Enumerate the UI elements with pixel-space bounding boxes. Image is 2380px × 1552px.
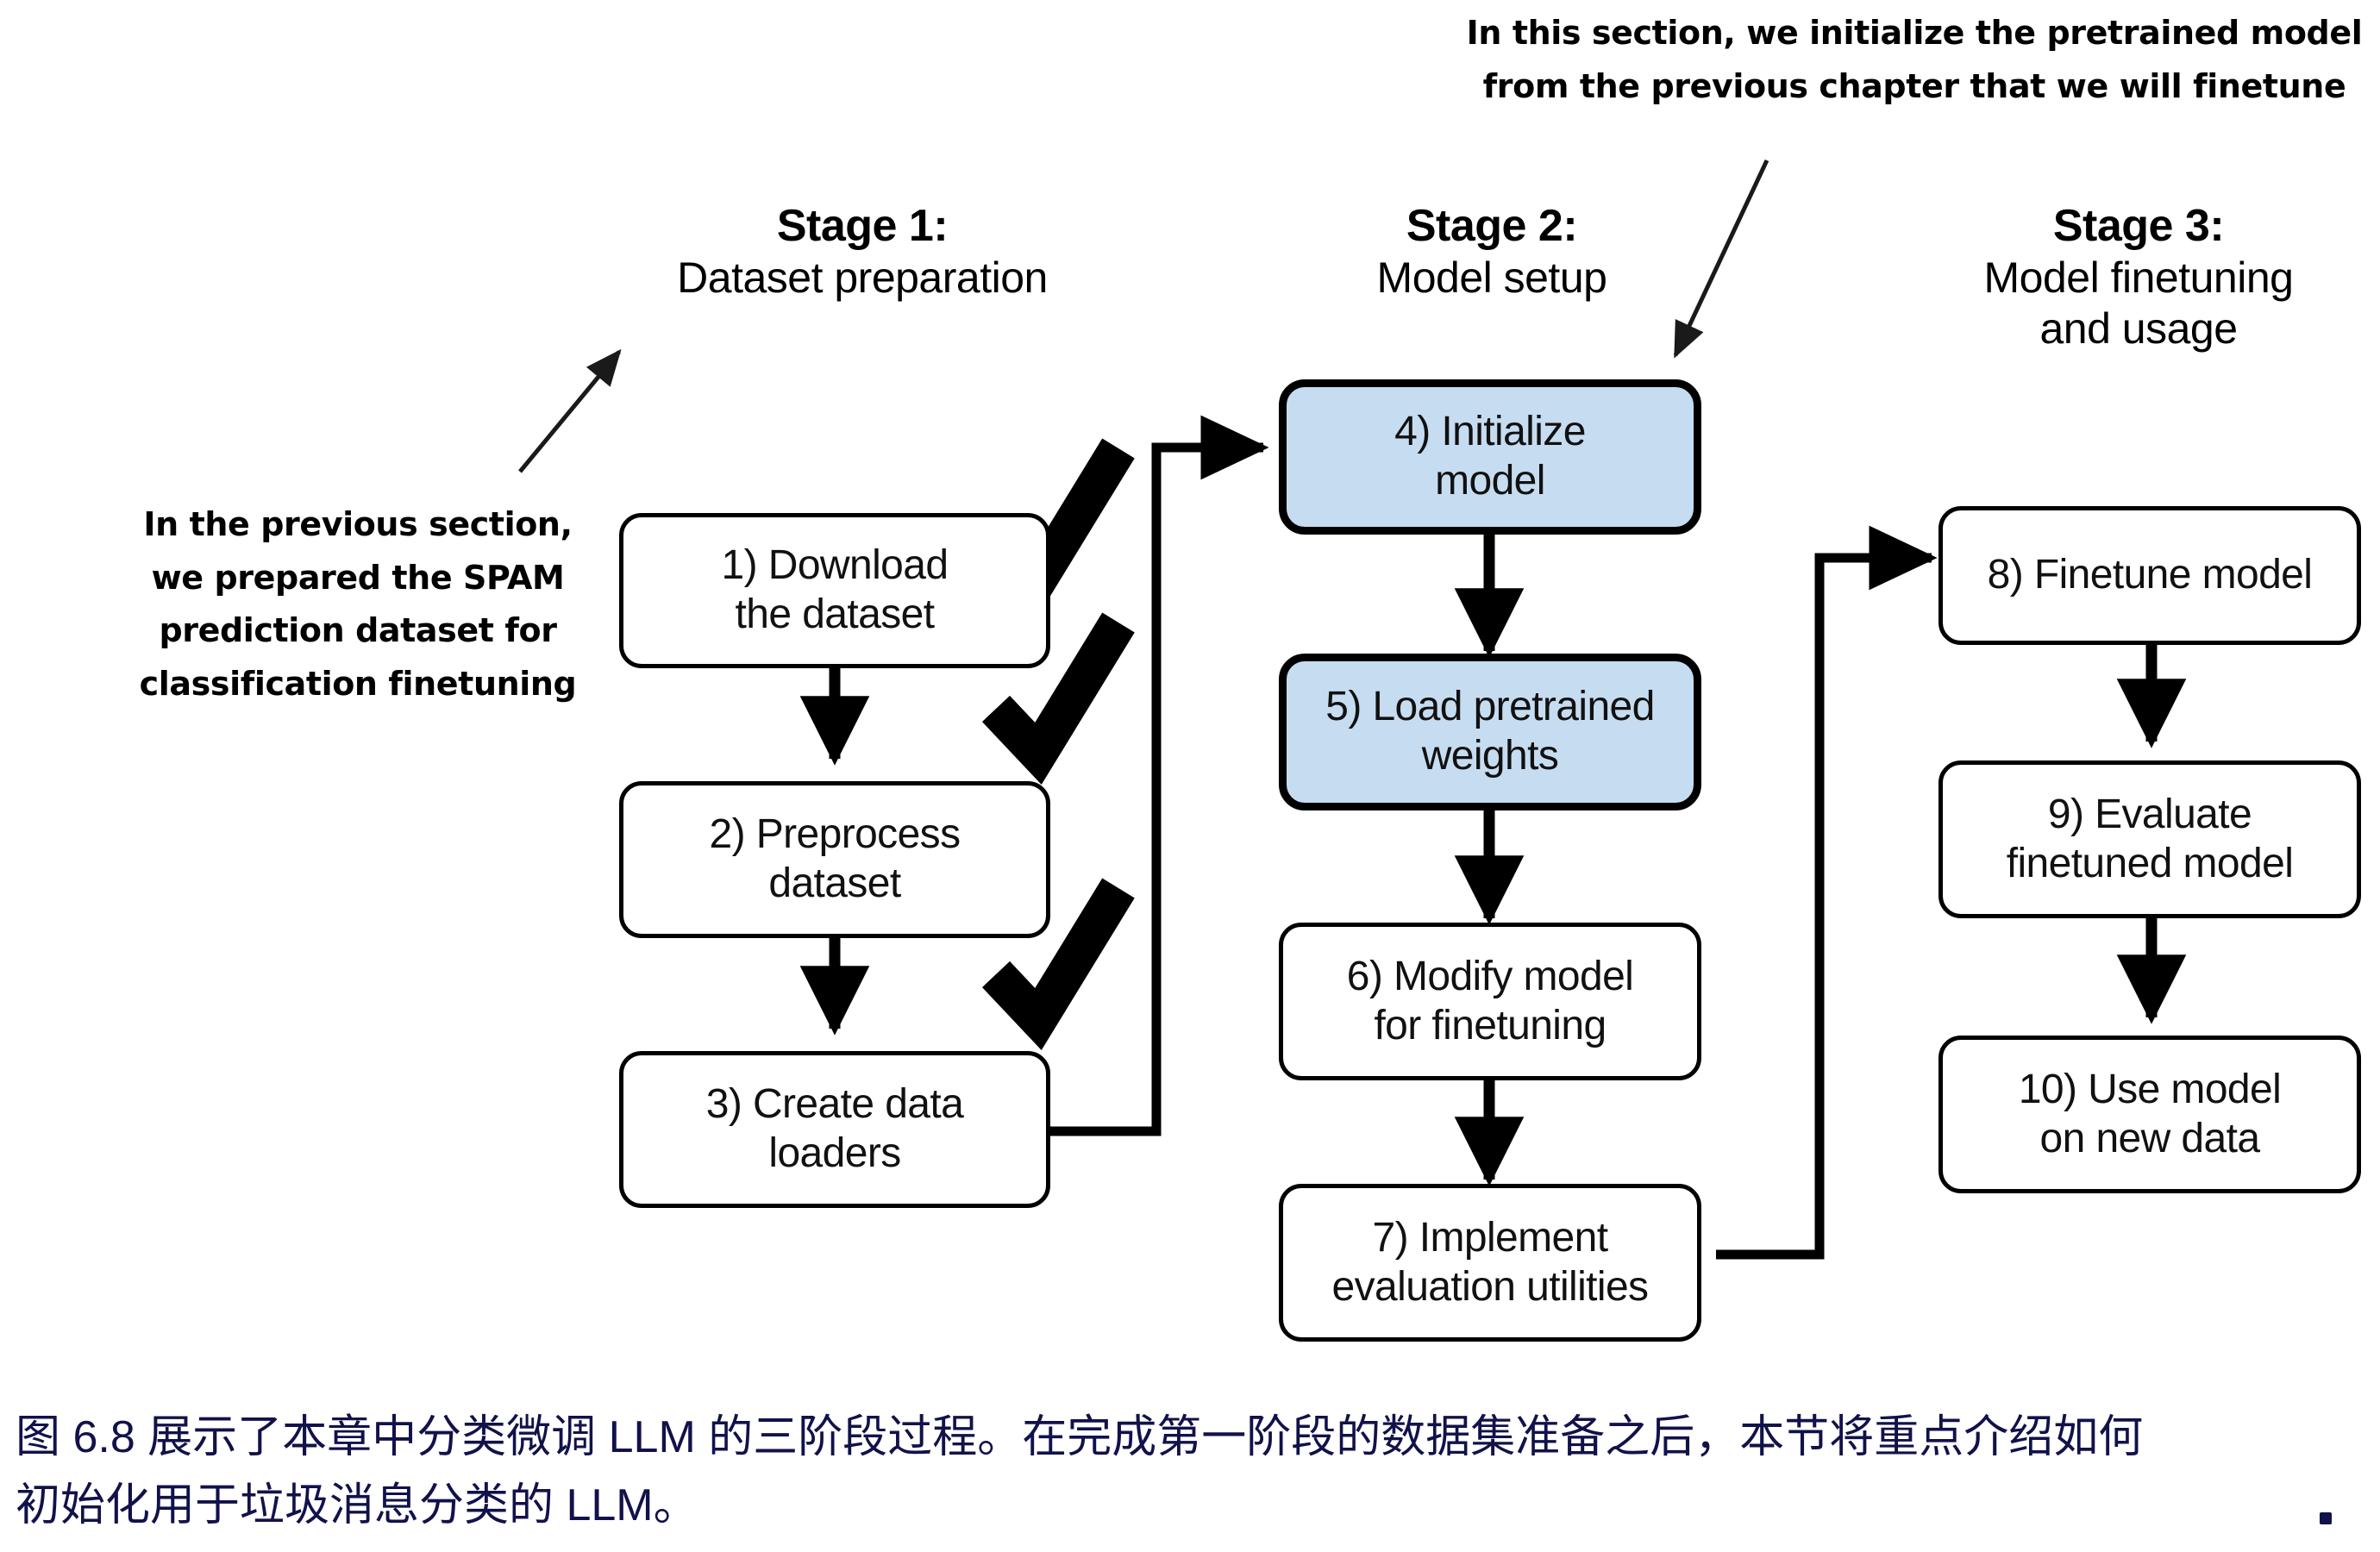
step-box-7-line-2: evaluation utilities [1331,1263,1650,1310]
step-box-5-line-1: 5) Load pretrained [1325,684,1655,730]
step-box-3-line-1: 3) Create data [705,1081,964,1128]
stage-1-subtitle: Dataset preparation [677,253,1048,303]
step-box-2-line-1: 2) Preprocess [709,811,961,858]
text-cursor [2320,1512,2332,1525]
step-box-5-line-2: weights [1421,733,1559,779]
step-box-2-text: 2) Preprocess dataset [710,810,961,908]
step-box-6[interactable]: 6) Modify model for finetuning [1279,923,1701,1080]
step-box-10[interactable]: 10) Use model on new data [1938,1036,2361,1193]
connector-step7-to-step8 [1716,525,1938,1260]
step-box-5[interactable]: 5) Load pretrained weights [1279,654,1701,810]
stage-1-header: Stage 1: Dataset preparation [535,200,1190,304]
step-box-2-line-2: dataset [768,860,901,906]
step-box-5-text: 5) Load pretrained weights [1325,683,1655,780]
step-box-8-line-1: 8) Finetune model [1987,552,2313,598]
step-box-1-line-2: the dataset [735,591,936,637]
step-box-8-text: 8) Finetune model [1988,551,2313,600]
step-box-9-line-1: 9) Evaluate [2047,791,2252,837]
annotation-left-line-4: classification finetuning [139,664,577,703]
step-box-3-line-2: loaders [768,1130,901,1176]
step-box-1-line-1: 1) Download [721,542,949,589]
annotation-top-right-line-2: from the previous chapter that we will f… [1482,66,2346,105]
step-box-9-line-2: finetuned model [2006,840,2294,886]
stage-1-title: Stage 1: [776,201,949,251]
stage-3-subtitle-line-1: Model finetuning [1983,253,2294,303]
annotation-top-right-line-1: In this section, we initialize the pretr… [1466,14,2363,52]
annotation-top-right: In this section, we initialize the pretr… [1466,7,2363,113]
stage-3-subtitle-line-2: and usage [2039,304,2238,354]
step-box-4-line-2: model [1435,458,1545,504]
annotation-left: In the previous section, we prepared the… [129,498,586,710]
caption-line-2: 初始化用于垃圾消息分类的 LLM。 [16,1480,698,1531]
stage-2-title: Stage 2: [1406,201,1578,251]
step-box-6-line-1: 6) Modify model [1346,953,1634,999]
step-box-10-line-1: 10) Use model [2018,1066,2282,1112]
step-box-7[interactable]: 7) Implement evaluation utilities [1279,1184,1701,1342]
step-box-4[interactable]: 4) Initialize model [1279,379,1701,535]
step-box-9[interactable]: 9) Evaluate finetuned model [1938,760,2361,918]
step-box-10-text: 10) Use model on new data [2018,1066,2282,1163]
annotation-left-line-3: prediction dataset for [159,611,557,650]
stage-3-title: Stage 3: [2052,201,2225,251]
step-box-4-text: 4) Initialize model [1394,408,1586,505]
step-box-6-line-2: for finetuning [1374,1002,1606,1048]
annotation-arrow-left [518,348,622,473]
step-box-3[interactable]: 3) Create data loaders [619,1051,1050,1208]
step-box-9-text: 9) Evaluate finetuned model [2007,791,2294,888]
step-box-7-line-1: 7) Implement [1372,1214,1609,1261]
step-box-1-text: 1) Download the dataset [722,541,949,639]
stage-2-subtitle: Model setup [1376,253,1607,303]
step-box-7-text: 7) Implement evaluation utilities [1331,1214,1650,1311]
step-box-8[interactable]: 8) Finetune model [1938,506,2361,645]
step-box-10-line-2: on new data [2039,1115,2261,1161]
figure-caption: 图 6.8 展示了本章中分类微调 LLM 的三阶段过程。在完成第一阶段的数据集准… [16,1404,2361,1540]
step-box-1[interactable]: 1) Download the dataset [619,513,1050,668]
stage-3-header: Stage 3: Model finetuning and usage [1871,200,2380,354]
annotation-left-line-1: In the previous section, [143,505,573,543]
annotation-left-line-2: we prepared the SPAM [151,558,565,597]
step-box-3-text: 3) Create data loaders [705,1080,964,1178]
stage-2-header: Stage 2: Model setup [1207,200,1776,304]
caption-line-1: 图 6.8 展示了本章中分类微调 LLM 的三阶段过程。在完成第一阶段的数据集准… [16,1412,2144,1462]
step-box-4-line-1: 4) Initialize [1394,409,1586,455]
step-box-2[interactable]: 2) Preprocess dataset [619,781,1050,938]
step-box-6-text: 6) Modify model for finetuning [1346,953,1634,1050]
connector-step3-to-step4 [1050,415,1269,1136]
